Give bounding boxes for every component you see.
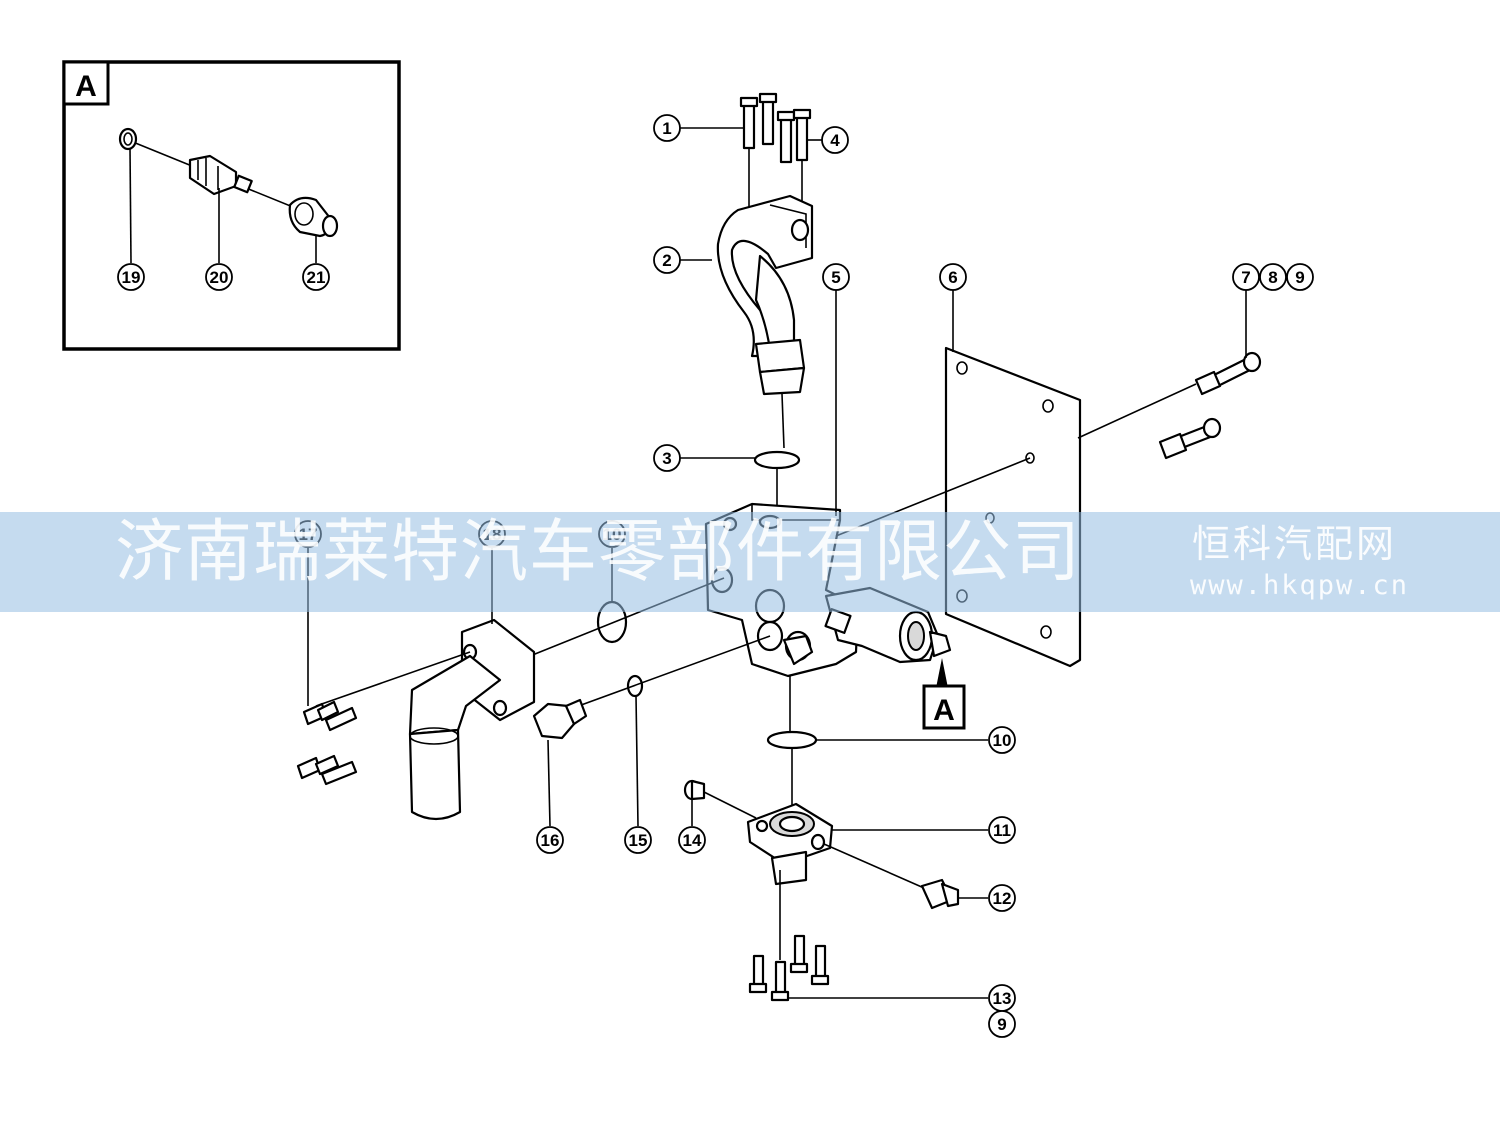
callout-21-label: 21 [307,268,326,287]
callout-10-bottom-label: 10 [993,731,1012,750]
callout-11: 11 [988,816,1016,844]
callout-2: 2 [653,246,681,274]
fitting-20 [188,154,253,196]
callout-19-label: 19 [122,268,141,287]
callout-8: 8 [1259,263,1287,291]
callout-13: 13 [988,984,1016,1012]
callout-19: 19 [117,263,145,291]
callout-2-label: 2 [662,251,671,270]
banjo-21 [288,196,339,238]
sensor-12 [823,843,960,910]
callout-3: 3 [653,444,681,472]
callout-14-label: 14 [683,831,702,850]
inset-detail-a: A 19 20 [62,60,401,351]
callout-4-label: 4 [830,131,840,150]
callout-16: 16 [536,826,564,854]
callout-16-label: 16 [541,831,560,850]
pipe-2 [716,194,814,449]
callout-6-label: 6 [948,268,957,287]
callout-10-bottom: 10 [988,726,1016,754]
mounting-plate-6 [944,346,1082,668]
top-bolts [739,92,812,228]
callout-7: 7 [1232,263,1260,291]
callout-9-label: 9 [1295,268,1304,287]
callout-9-bottom-label: 9 [997,1015,1006,1034]
plug-16 [532,698,588,740]
callout-14: 14 [678,826,706,854]
callout-3-label: 3 [662,449,671,468]
watermark-company-text: 济南瑞莱特汽车零部件有限公司 [115,513,1082,592]
callout-15-label: 15 [629,831,648,850]
watermark-brand-text: 恒科汽配网 [1192,522,1398,566]
callout-6: 6 [939,263,967,291]
callout-13-label: 13 [993,989,1012,1008]
callout-12-label: 12 [993,889,1012,908]
bottom-bolts [748,870,830,1002]
sensor-flange-11 [746,802,834,886]
washer-19 [118,127,138,151]
callout-20: 20 [205,263,233,291]
callout-1-label: 1 [662,119,671,138]
plug-14 [683,779,706,801]
callout-4: 4 [821,126,849,154]
watermark-band [0,512,1500,612]
elbow-flange-18 [408,618,536,821]
callout-11-label: 11 [993,821,1011,840]
inset-label: A [75,70,97,103]
callout-5-label: 5 [831,268,840,287]
callout-5: 5 [822,263,850,291]
watermark-url-text: www.hkqpw.cn [1190,570,1410,601]
detail-a-label: A [933,694,955,727]
callout-12: 12 [988,884,1016,912]
callout-20-label: 20 [210,268,229,287]
callout-8-label: 8 [1268,268,1277,287]
callout-9: 9 [1286,263,1314,291]
o-ring-3 [753,450,801,470]
screws-17 [296,700,358,786]
callout-7-label: 7 [1241,268,1250,287]
plate-bolts [1158,351,1262,460]
callout-1: 1 [653,114,681,142]
callout-9-bottom: 9 [988,1010,1016,1038]
o-ring-10-bottom [766,730,818,750]
detail-a-marker: A [922,658,966,730]
callout-15: 15 [624,826,652,854]
callout-21: 21 [302,263,330,291]
